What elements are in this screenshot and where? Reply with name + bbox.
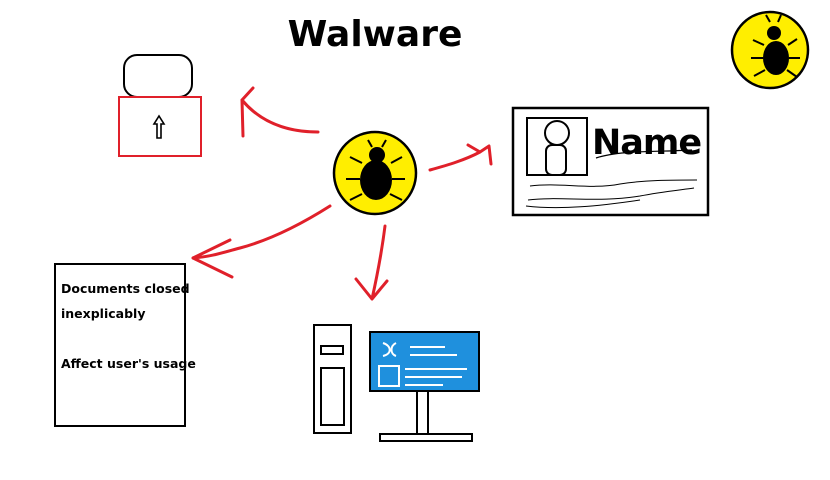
document-line-2: inexplicably xyxy=(61,306,146,321)
id-card-icon xyxy=(511,106,710,217)
arrow-to-lock xyxy=(240,86,320,138)
arrow-to-id-card xyxy=(428,143,493,172)
arrow-to-computer xyxy=(354,224,389,301)
arrows xyxy=(191,86,493,301)
id-card-name-label: Name xyxy=(592,123,702,163)
computer-icon xyxy=(313,324,480,442)
document-line-3: Affect user's usage xyxy=(61,356,196,371)
arrow-to-document xyxy=(191,204,332,279)
bug-icon-small xyxy=(730,10,810,90)
document-line-1: Documents closed xyxy=(61,281,190,296)
document-icon: Documents closed inexplicably Affect use… xyxy=(54,263,196,427)
page-title: Walware xyxy=(287,14,463,55)
bug-icon-central xyxy=(332,130,418,216)
lock-icon xyxy=(118,54,202,157)
